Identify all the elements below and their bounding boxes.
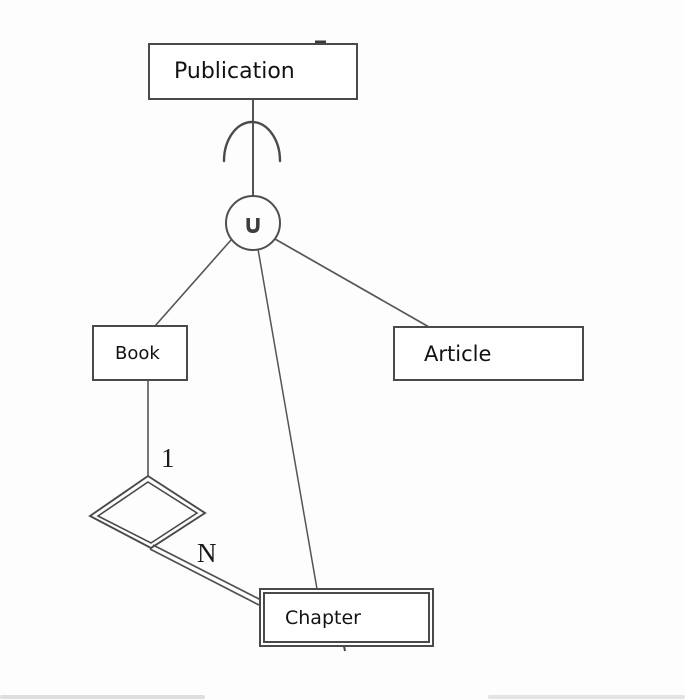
edge-circle-chapter: [257, 248, 318, 590]
scan-smudge-right: [488, 695, 685, 699]
edge-diamond-chapter-outer: [149, 548, 260, 606]
entity-book: Book: [92, 325, 188, 381]
subset-arc-icon: [222, 120, 282, 163]
relationship-diamond-inner: [96, 481, 199, 544]
cardinality-label-book: 1: [161, 443, 175, 473]
edge-circle-article: [274, 238, 430, 328]
entity-publication: Publication: [148, 43, 358, 100]
relationship-diamond-outer: [88, 474, 207, 550]
specialization-circle-icon: [225, 195, 281, 251]
entity-book-label: Book: [115, 342, 160, 364]
entity-article-label: Article: [424, 341, 492, 366]
weak-entity-inner-border: Chapter: [263, 592, 430, 643]
entity-chapter-label: Chapter: [285, 606, 361, 629]
entity-publication-label: Publication: [174, 59, 295, 84]
union-symbol-icon: ∪: [242, 209, 264, 240]
edge-circle-book: [154, 239, 232, 327]
edge-diamond-chapter-inner: [152, 544, 262, 601]
entity-chapter: Chapter: [259, 588, 434, 647]
scan-smudge-left: [0, 695, 205, 699]
entity-article: Article: [393, 326, 584, 381]
cardinality-label-chapter: N: [197, 538, 217, 568]
